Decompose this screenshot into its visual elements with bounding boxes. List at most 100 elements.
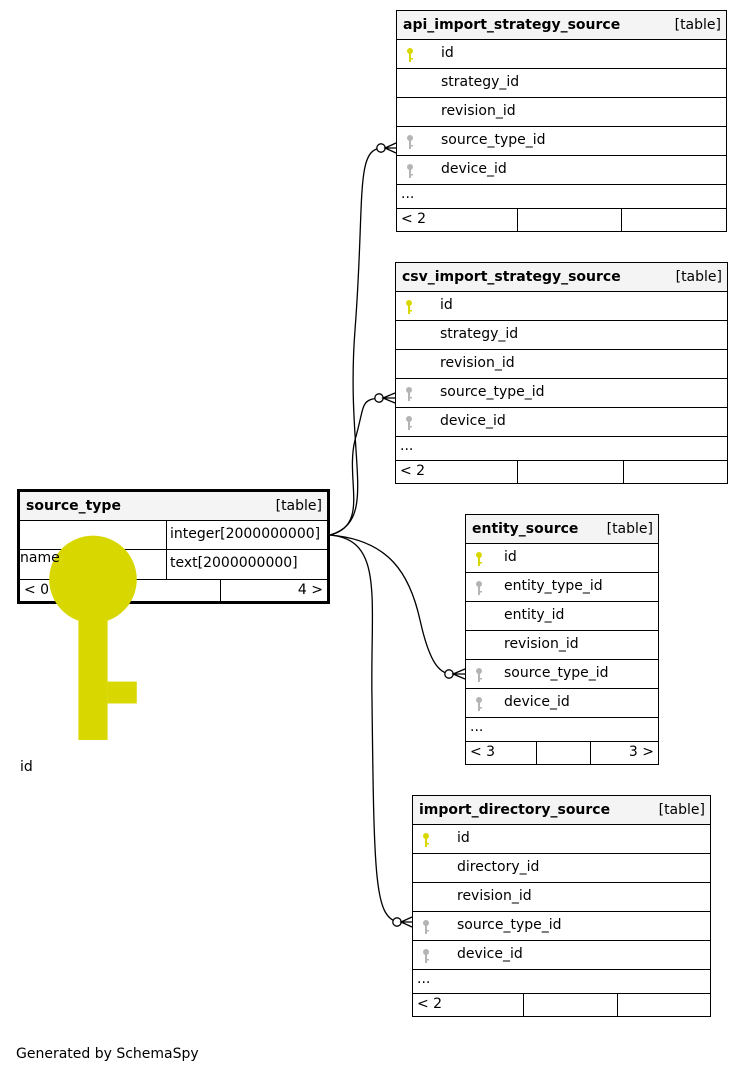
column-row[interactable]: strategy_id — [397, 69, 726, 98]
column-row[interactable]: source_type_id — [397, 127, 726, 156]
table-csv-import-strategy-source[interactable]: csv_import_strategy_source[table]id strat… — [395, 262, 728, 484]
column-row[interactable]: device_id — [466, 689, 658, 718]
column-row[interactable]: device_id — [413, 941, 710, 970]
column-name: id — [504, 549, 517, 565]
column-row[interactable]: revision_id — [397, 98, 726, 127]
table-header: source_type [table] — [20, 492, 327, 521]
more-columns-indicator: ... — [466, 718, 658, 742]
table-header: import_directory_source [table] — [413, 796, 710, 825]
column-name: device_id — [457, 946, 523, 962]
parents-count[interactable]: < 2 — [397, 209, 518, 231]
table-header: entity_source [table] — [466, 515, 658, 544]
column-row[interactable]: id — [397, 40, 726, 69]
column-row[interactable]: id — [396, 292, 727, 321]
column-name: entity_type_id — [504, 578, 603, 594]
relationship-line — [329, 534, 450, 675]
table-name: import_directory_source — [419, 802, 611, 818]
column-row[interactable]: strategy_id — [396, 321, 727, 350]
column-name: id — [20, 758, 33, 775]
column-name: entity_id — [504, 607, 565, 623]
column-name: source_type_id — [504, 665, 609, 681]
column-row[interactable]: entity_id — [466, 602, 658, 631]
optional-marker-icon — [376, 143, 386, 153]
footer-spacer — [524, 994, 618, 1016]
table-header: api_import_strategy_source [table] — [397, 11, 726, 40]
relationship-line — [329, 147, 382, 536]
relationship-line — [329, 397, 380, 536]
parents-count[interactable]: < 2 — [413, 994, 524, 1016]
column-name: source_type_id — [441, 132, 546, 148]
column-row[interactable]: revision_id — [396, 350, 727, 379]
table-footer: < 2 — [413, 994, 710, 1016]
column-row[interactable]: id integer[2000000000] — [20, 521, 327, 775]
table-tag: [table] — [658, 802, 705, 818]
table-footer: < 2 — [397, 209, 726, 231]
children-count[interactable] — [624, 461, 727, 483]
column-name: id — [440, 297, 453, 313]
footer-spacer — [537, 742, 591, 764]
more-columns-indicator: ... — [413, 970, 710, 994]
column-row[interactable]: source_type_id — [413, 912, 710, 941]
column-row[interactable]: device_id — [396, 408, 727, 437]
crows-foot-icon — [381, 392, 396, 404]
children-count[interactable] — [618, 994, 710, 1016]
generated-by-label: Generated by SchemaSpy — [16, 1046, 199, 1062]
column-name: id — [441, 45, 454, 61]
column-name: device_id — [441, 161, 507, 177]
children-count[interactable] — [622, 209, 726, 231]
table-header: csv_import_strategy_source[table] — [396, 263, 727, 292]
crows-foot-icon — [399, 916, 413, 928]
table-name: api_import_strategy_source — [403, 17, 621, 33]
column-row[interactable]: device_id — [397, 156, 726, 185]
column-name: source_type_id — [440, 384, 545, 400]
table-source-type[interactable]: source_type [table] id integer[2000000000… — [17, 489, 330, 775]
children-count[interactable]: 4 > — [297, 582, 323, 598]
column-name: id — [457, 830, 470, 846]
column-row[interactable]: source_type_id — [396, 379, 727, 408]
column-name: revision_id — [441, 103, 516, 119]
column-row[interactable]: directory_id — [413, 854, 710, 883]
table-api-import-strategy-source[interactable]: api_import_strategy_source [table] id strat… — [396, 10, 727, 232]
column-type: integer[2000000000] — [170, 526, 321, 542]
more-columns-indicator: ... — [397, 185, 726, 209]
optional-marker-icon — [392, 917, 402, 927]
column-type: text[2000000000] — [170, 555, 298, 571]
column-row[interactable]: revision_id — [466, 631, 658, 660]
column-name: source_type_id — [457, 917, 562, 933]
table-name: source_type — [26, 498, 121, 514]
column-row[interactable]: id — [413, 825, 710, 854]
footer-spacer — [518, 209, 622, 231]
primary-key-icon — [20, 535, 166, 759]
table-footer: < 2 — [396, 461, 727, 483]
crows-foot-icon — [451, 668, 466, 680]
column-name: strategy_id — [441, 74, 520, 90]
table-tag: [table] — [275, 498, 322, 514]
column-row[interactable]: entity_type_id — [466, 573, 658, 602]
column-row[interactable]: source_type_id — [466, 660, 658, 689]
column-name: device_id — [504, 694, 570, 710]
column-name: device_id — [440, 413, 506, 429]
more-columns-indicator: ... — [396, 437, 727, 461]
table-name: entity_source — [472, 521, 579, 537]
optional-marker-icon — [374, 393, 384, 403]
column-name: strategy_id — [440, 326, 519, 342]
parents-count[interactable]: < 3 — [466, 742, 537, 764]
column-name: revision_id — [504, 636, 579, 652]
column-name: revision_id — [440, 355, 515, 371]
column-row[interactable]: revision_id — [413, 883, 710, 912]
table-footer: < 3 3 > — [466, 742, 658, 764]
crows-foot-icon — [383, 142, 397, 154]
column-name: revision_id — [457, 888, 532, 904]
relationship-line — [329, 534, 398, 923]
table-name: csv_import_strategy_source — [402, 269, 621, 285]
column-name: directory_id — [457, 859, 540, 875]
table-tag: [table] — [674, 17, 721, 33]
children-count[interactable]: 3 > — [628, 744, 654, 760]
table-import-directory-source[interactable]: import_directory_source [table] id director… — [412, 795, 711, 1017]
footer-spacer — [518, 461, 624, 483]
parents-count[interactable]: < 2 — [396, 461, 518, 483]
column-row[interactable]: id — [466, 544, 658, 573]
table-tag: [table] — [606, 521, 653, 537]
